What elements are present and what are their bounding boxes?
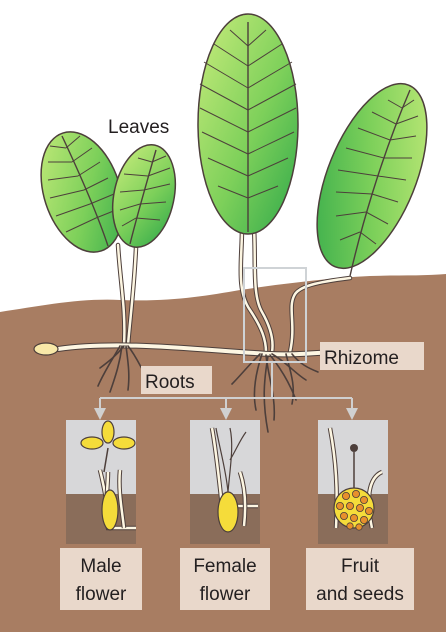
rhizome-label: Rhizome <box>324 348 399 369</box>
female-flower-label-line1: Female <box>193 556 256 577</box>
rhizome-tip <box>34 343 58 355</box>
male-flower-label-line2: flower <box>76 584 127 605</box>
roots-label: Roots <box>145 372 195 393</box>
leaf-center <box>198 14 298 234</box>
male-flower-label-line1: Male <box>80 556 121 577</box>
leaves-label: Leaves <box>108 117 169 138</box>
panel-male-flower: Male flower <box>60 420 142 610</box>
leaf-right <box>294 69 446 284</box>
female-flower-label-line2: flower <box>200 584 251 605</box>
fruit-seeds-label-line2: and seeds <box>316 584 404 605</box>
panel-female-flower: Female flower <box>180 420 270 610</box>
fruit-seeds-label-line1: Fruit <box>341 556 380 577</box>
